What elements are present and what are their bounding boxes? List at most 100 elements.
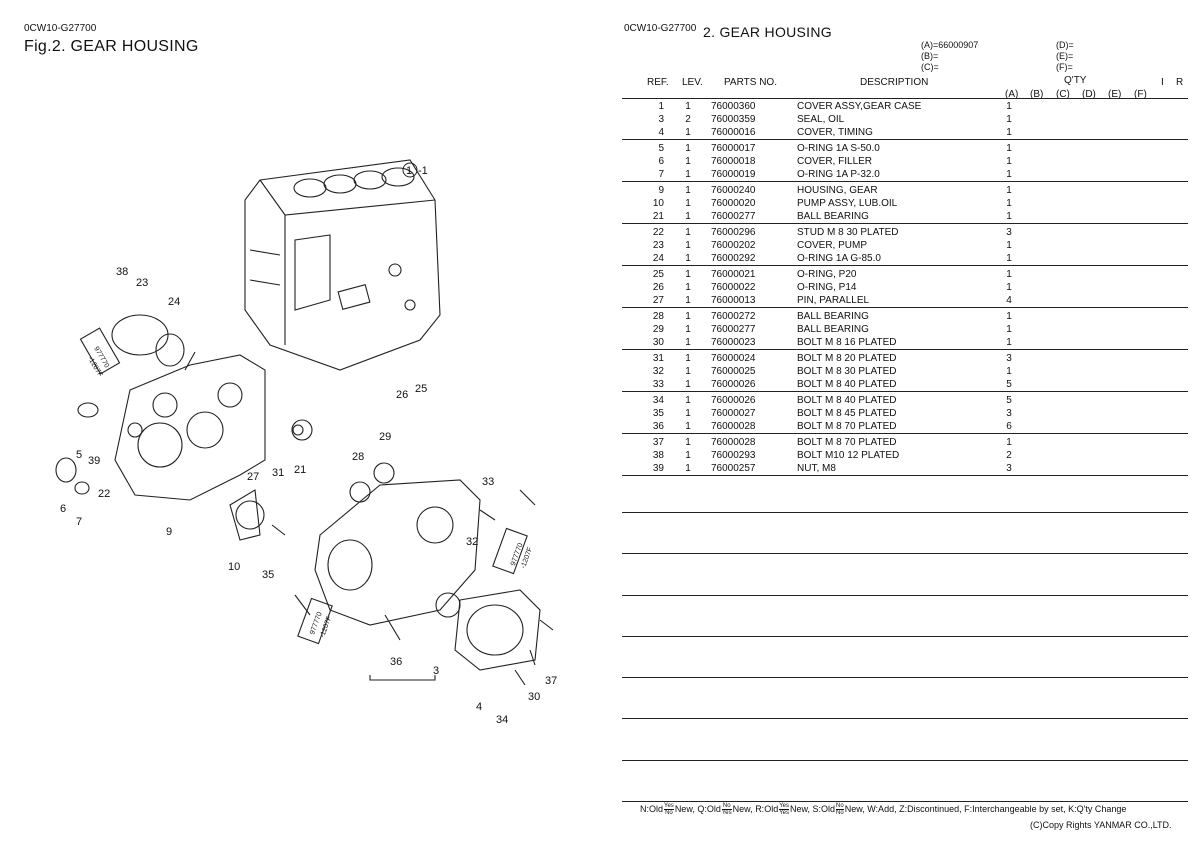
level-cell: 2 xyxy=(685,114,691,125)
description-cell: STUD M 8 30 PLATED xyxy=(797,227,899,238)
ref-cell: 34 xyxy=(652,395,664,406)
part-number-cell: 76000024 xyxy=(711,353,756,364)
level-cell: 1 xyxy=(685,240,691,251)
part-number-cell: 76000293 xyxy=(711,450,756,461)
callout-5: 5 xyxy=(76,449,82,461)
qty-a-cell: 1 xyxy=(1006,198,1012,209)
qty-a-cell: 5 xyxy=(1006,395,1012,406)
callout-29: 29 xyxy=(379,431,391,443)
ref-cell: 22 xyxy=(652,227,664,238)
part-number-cell: 76000027 xyxy=(711,408,756,419)
qty-a-cell: 1 xyxy=(1006,185,1012,196)
part-number-cell: 76000016 xyxy=(711,127,756,138)
description-cell: BOLT M 8 40 PLATED xyxy=(797,395,897,406)
pump-cover-drawing xyxy=(454,589,541,671)
variant-a: (A)=66000907 xyxy=(921,40,979,50)
callout-1: 1 xyxy=(406,165,412,177)
ref-cell: 5 xyxy=(658,143,664,154)
ref-cell: 33 xyxy=(652,379,664,390)
level-cell: 1 xyxy=(685,311,691,322)
header-qty-b: (B) xyxy=(1030,89,1044,100)
qty-a-cell: 1 xyxy=(1006,437,1012,448)
left-page-title: Fig.2. GEAR HOUSING xyxy=(24,38,199,55)
part-number-cell: 76000025 xyxy=(711,366,756,377)
description-cell: BOLT M 8 70 PLATED xyxy=(797,437,897,448)
qty-a-cell: 5 xyxy=(1006,379,1012,390)
table-top-rule xyxy=(622,98,1188,99)
ref-cell: 26 xyxy=(652,282,664,293)
cylinder-block-drawing xyxy=(244,159,441,371)
description-cell: O-RING 1A P-32.0 xyxy=(797,169,880,180)
description-cell: BALL BEARING xyxy=(797,211,869,222)
ref-cell: 35 xyxy=(652,408,664,419)
description-cell: O-RING, P20 xyxy=(797,269,857,280)
timing-cover-drawing xyxy=(314,479,481,626)
qty-a-cell: 2 xyxy=(1006,450,1012,461)
ref-cell: 7 xyxy=(658,169,664,180)
qty-a-cell: 1 xyxy=(1006,156,1012,167)
callout-25: 25 xyxy=(415,383,427,395)
level-cell: 1 xyxy=(685,101,691,112)
level-cell: 1 xyxy=(685,253,691,264)
level-cell: 1 xyxy=(685,282,691,293)
callout-1-suffix: -1 xyxy=(418,165,428,177)
ref-cell: 4 xyxy=(658,127,664,138)
header-qty-a: (A) xyxy=(1005,89,1019,100)
gear-housing-drawing xyxy=(114,354,266,501)
level-cell: 1 xyxy=(685,408,691,419)
callout-6: 6 xyxy=(60,503,66,515)
blank-rule xyxy=(622,636,1188,637)
callout-3: 3 xyxy=(433,665,439,677)
callout-28: 28 xyxy=(352,451,364,463)
callout-9: 9 xyxy=(166,526,172,538)
right-page-title: 2. GEAR HOUSING xyxy=(703,24,832,40)
part-number-cell: 76000360 xyxy=(711,101,756,112)
exploded-parts-diagram: 1 -1 3 4 5 6 7 9 10 21 22 23 24 25 26 27… xyxy=(40,140,580,740)
callout-32: 32 xyxy=(466,536,478,548)
part-number-cell: 76000026 xyxy=(711,395,756,406)
level-cell: 1 xyxy=(685,227,691,238)
blank-rule xyxy=(622,718,1188,719)
legend-n-old: N:Old xyxy=(640,803,664,814)
part-number-cell: 76000277 xyxy=(711,211,756,222)
variant-c: (C)= xyxy=(921,62,939,72)
qty-a-cell: 1 xyxy=(1006,324,1012,335)
description-cell: BOLT M 8 16 PLATED xyxy=(797,337,897,348)
part-number-cell: 76000017 xyxy=(711,143,756,154)
callout-37: 37 xyxy=(545,675,557,687)
diagram-svg: 1 -1 3 4 5 6 7 9 10 21 22 23 24 25 26 27… xyxy=(55,159,557,726)
part-number-cell: 76000296 xyxy=(711,227,756,238)
qty-a-cell: 1 xyxy=(1006,240,1012,251)
legend-s-old: S:Old xyxy=(812,803,836,814)
qty-a-cell: 1 xyxy=(1006,127,1012,138)
part-number-cell: 76000202 xyxy=(711,240,756,251)
description-cell: SEAL, OIL xyxy=(797,114,845,125)
description-cell: PIN, PARALLEL xyxy=(797,295,870,306)
qty-a-cell: 1 xyxy=(1006,282,1012,293)
qty-a-cell: 1 xyxy=(1006,211,1012,222)
callout-24: 24 xyxy=(168,296,180,308)
callout-10: 10 xyxy=(228,561,240,573)
part-number-cell: 76000359 xyxy=(711,114,756,125)
ref-cell: 30 xyxy=(652,337,664,348)
description-cell: O-RING, P14 xyxy=(797,282,857,293)
